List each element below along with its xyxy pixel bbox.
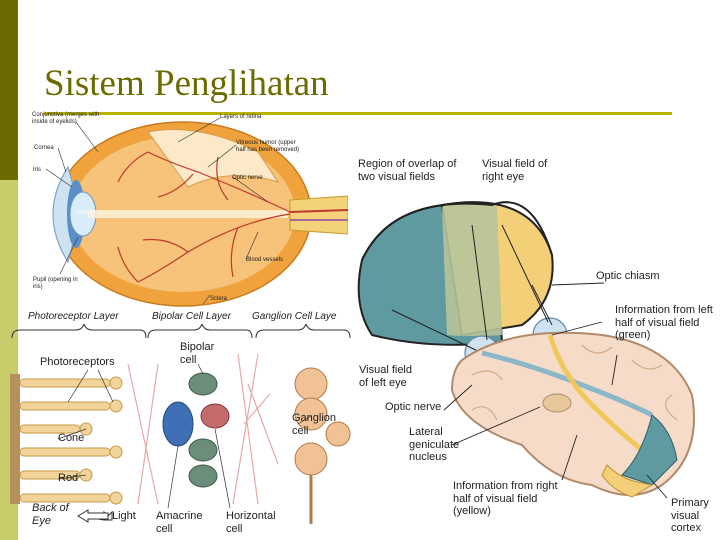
- header-photoreceptor-layer: Photoreceptor Layer: [28, 311, 119, 322]
- photoreceptor-cells: [19, 376, 123, 505]
- label-iris: Iris: [33, 167, 41, 173]
- overlap-region: [442, 203, 502, 336]
- eye-anatomy-diagram: [45, 117, 348, 307]
- label-cone: Cone: [58, 432, 85, 444]
- label-light: Light: [112, 510, 136, 522]
- cortex-green: [621, 414, 678, 486]
- label-info-right: Information from right half of visual fi…: [453, 480, 558, 518]
- label-vitreous: Vitreous humor (upper half has been remo…: [236, 140, 300, 153]
- retina-layers-diagram: [10, 324, 351, 524]
- optic-nerve-bundle: [289, 195, 348, 235]
- label-lgn: Lateral geniculate nucleus: [409, 426, 460, 464]
- label-primary-cortex: Primary visual cortex: [671, 497, 709, 535]
- visual-pathway-diagram: [357, 201, 695, 499]
- slide-title: Sistem Penglihatan: [44, 63, 329, 104]
- projection-lines: [391, 224, 553, 354]
- header-ganglion-layer: Ganglion Cell Laye: [252, 311, 337, 322]
- label-cornea: Cornea: [34, 145, 54, 151]
- artery: [289, 209, 348, 213]
- lateral-geniculate-nucleus: [542, 393, 572, 413]
- vitreous-cut: [147, 129, 280, 188]
- dendrite-mesh: [127, 353, 279, 505]
- label-blood-vessels: Blood vessels: [246, 257, 284, 263]
- label-lens: Lens: [75, 210, 89, 216]
- label-overlap: Region of overlap of two visual fields: [358, 158, 457, 183]
- label-optic-nerve-eye: Optic nerve: [232, 175, 263, 181]
- label-left-field: Visual field of left eye: [359, 364, 412, 389]
- visual-axis: [88, 210, 288, 218]
- brain-section: [450, 331, 695, 496]
- pathway-leader-lines: [443, 282, 668, 499]
- eye-leader-lines: [45, 117, 269, 305]
- label-rod: Rod: [58, 472, 79, 484]
- label-bipolar-cell: Bipolar cell: [180, 341, 215, 366]
- label-ganglion-cell: Ganglion cell: [292, 412, 337, 437]
- retina-leader-lines: [57, 363, 312, 509]
- label-back-of-eye: Back of Eye: [32, 502, 69, 527]
- label-sclera: Sclera: [210, 296, 228, 302]
- right-pathway: [547, 334, 644, 452]
- label-layers-retina: Layers of retina: [220, 114, 262, 120]
- left-pathway: [481, 350, 654, 418]
- label-photoreceptors: Photoreceptors: [40, 356, 115, 368]
- label-info-left: Information from left half of visual fie…: [615, 304, 713, 342]
- cortex-yellow: [601, 464, 654, 498]
- bipolar-cells: [162, 372, 230, 488]
- pigment-epithelium: [10, 374, 20, 504]
- label-right-field: Visual field of right eye: [482, 158, 548, 183]
- label-optic-nerve: Optic nerve: [385, 401, 442, 413]
- label-pupil: Pupil (opening in iris): [33, 277, 78, 290]
- header-bipolar-layer: Bipolar Cell Layer: [152, 311, 231, 322]
- label-amacrine-cell: Amacrine cell: [156, 510, 203, 535]
- title-underline: [44, 112, 672, 115]
- light-arrow-head: [77, 509, 109, 523]
- accent-bar-top: [0, 0, 18, 180]
- label-horizontal-cell: Horizontal cell: [226, 510, 276, 535]
- label-optic-chiasm: Optic chiasm: [596, 270, 660, 282]
- label-conjunctiva: Conjunctiva (merges with inside of eyeli…: [32, 112, 100, 125]
- layer-braces: [11, 324, 351, 339]
- ganglion-cells: [294, 367, 351, 524]
